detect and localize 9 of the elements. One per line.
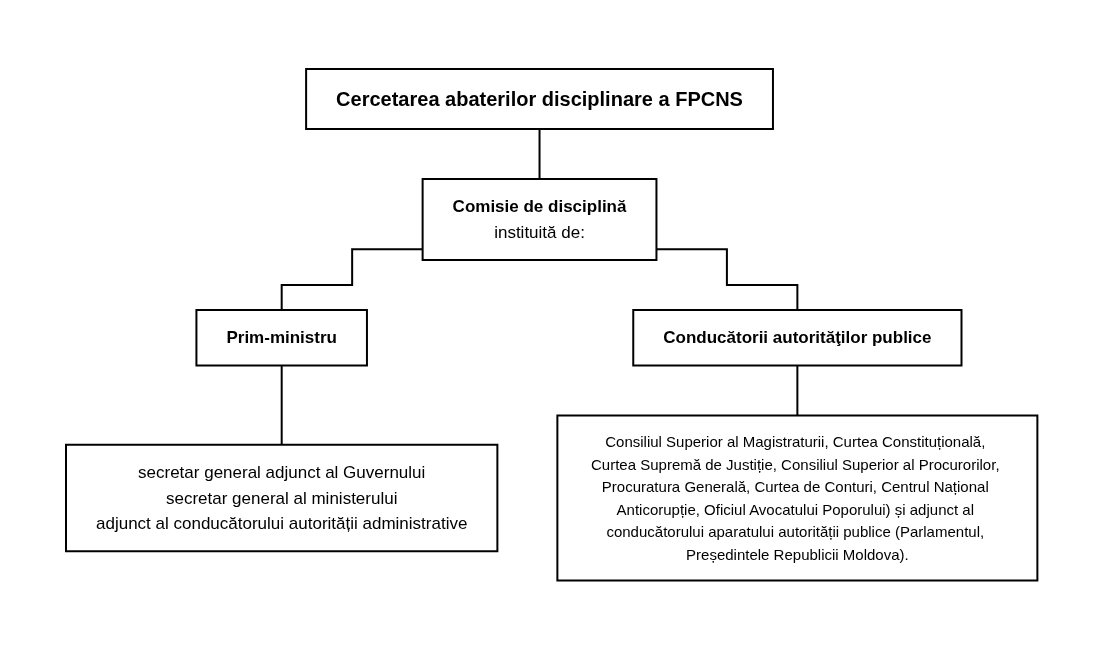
connector	[538, 128, 541, 181]
node-box: Cercetarea abaterilor disciplinare a FPCNS	[305, 68, 775, 131]
node-box: Prim-ministru	[195, 309, 369, 367]
node-box: Comisie de disciplină instituită de:	[421, 178, 658, 262]
node-box: Consiliul Superior al Magistraturii, Curtea Constituțională, Curtea Supremă de Justiție, Consiliul Superior al Procurorilor, Procuratura Generală, Curtea de Conturi, Centrul Național Anticorupție, Oficiul Avocatului Poporului) și adjunct al conducătorului aparatului autorității publice (Parlamentul, Președintele Republicii Moldova).	[556, 414, 1039, 582]
connector	[796, 364, 799, 417]
node-box: Conducătorii autorităţilor publice	[632, 309, 963, 367]
connector	[281, 364, 283, 446]
node-box: secretar general adjunct al Guvernului secretar general al ministerului adjunct al conducătorului autorității administrative	[65, 444, 499, 553]
